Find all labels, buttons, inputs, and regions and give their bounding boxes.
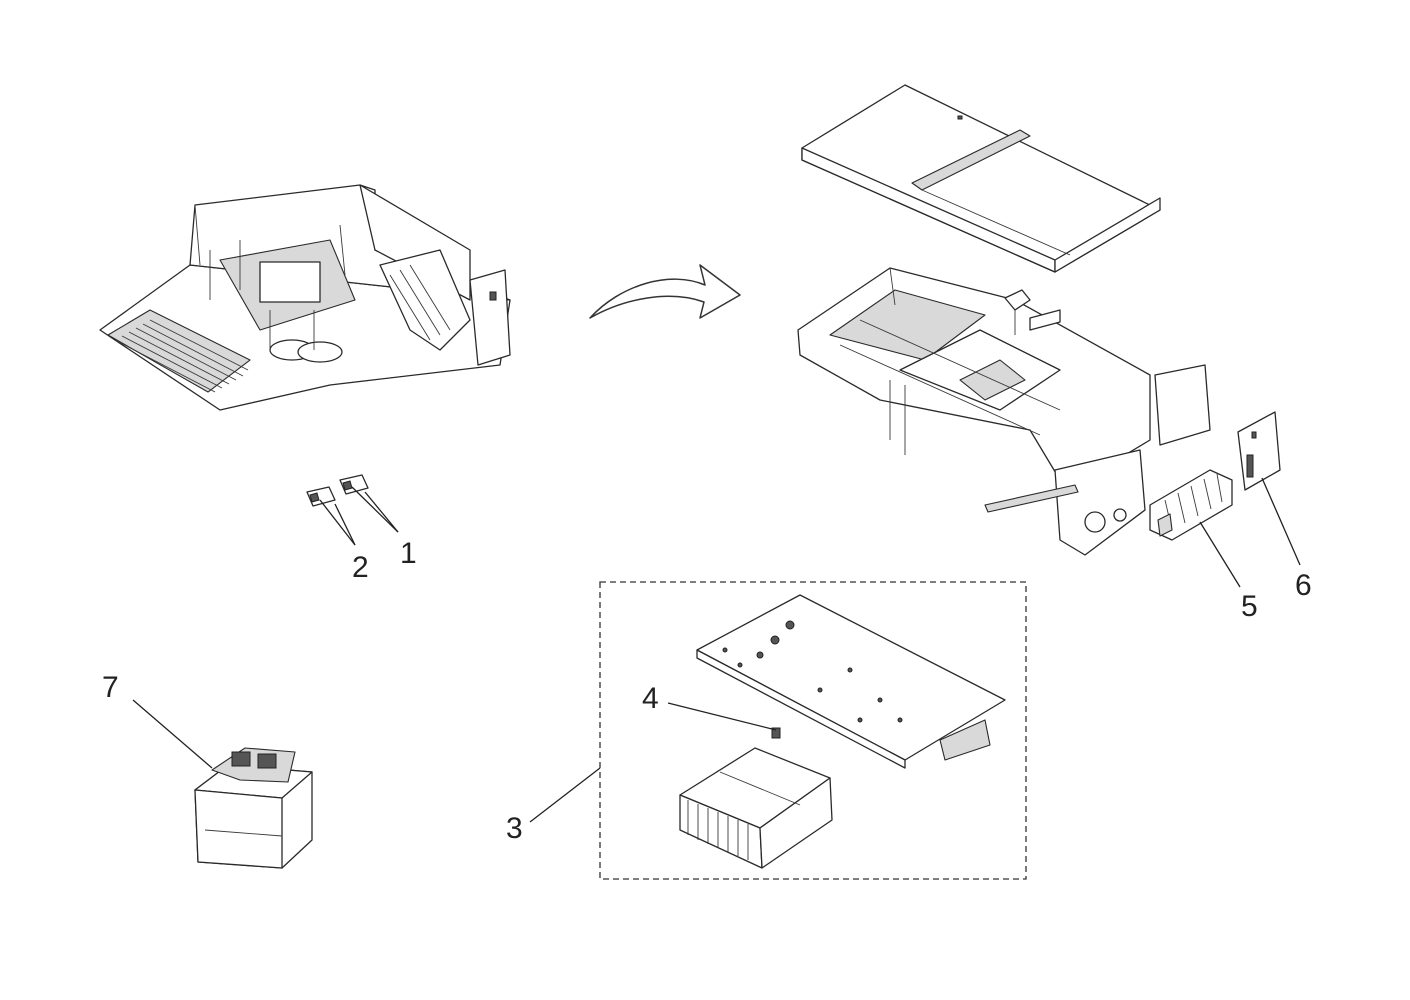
callout-5: 5 [1241,590,1258,623]
leader-4 [667,702,777,731]
chassis-frame [797,267,1211,556]
parts-1-2-clips [306,474,369,507]
part-5-connector-block [1149,469,1233,541]
transition-arrow [589,264,741,319]
leader-7 [132,699,213,769]
leader-3 [529,767,601,823]
callout-7: 7 [102,671,119,704]
assembled-unit [99,184,511,411]
callout-1: 1 [400,537,417,570]
callout-2: 2 [352,551,369,584]
top-lid [801,84,1161,273]
callout-3: 3 [506,812,523,845]
leader-1b [364,491,399,533]
part-3-assembly-box [599,581,1027,880]
callout-4: 4 [642,682,659,715]
leader-6 [1261,477,1301,566]
callout-6: 6 [1295,569,1312,602]
leader-5 [1199,521,1241,588]
part-4-component [771,727,781,739]
part-6-small-board [1237,411,1281,491]
leader-2b [334,503,356,546]
leader-2 [319,499,356,546]
part-7-transformer [194,747,313,869]
leader-lines [132,477,1301,823]
leader-1 [351,486,399,533]
part-3-pcb-assembly [679,594,1006,869]
